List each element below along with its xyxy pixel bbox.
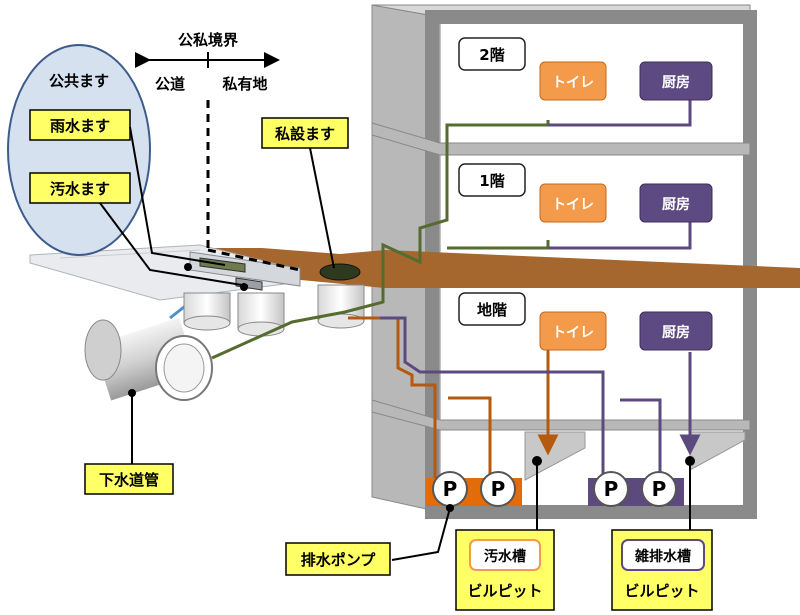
orange-pump-line-2 <box>448 396 492 485</box>
fixtures: トイレ 厨房 トイレ 厨房 トイレ 厨房 <box>539 61 713 351</box>
rain-leader-dot <box>184 263 192 271</box>
mixed-tank-label: 雑排水槽 <box>634 548 691 565</box>
toilet-basement-label: トイレ <box>552 325 594 341</box>
public-basin-group-label: 公共ます <box>49 72 109 90</box>
floor-label-b-box <box>458 292 526 326</box>
boundary-line-ground <box>207 248 301 272</box>
sewage-leader-dot <box>240 283 248 291</box>
pump-label: 排水ポンプ <box>301 551 377 569</box>
rain-basin-label: 雨水ます <box>50 117 110 135</box>
sewage-leader <box>99 202 249 287</box>
kitchen-1f <box>639 183 713 223</box>
pump-sewage-2 <box>480 471 516 507</box>
pit-wall <box>524 431 586 481</box>
sewer-pipe-label: 下水道管 <box>99 471 159 489</box>
floor-label-2f-box <box>458 37 526 71</box>
kitchen-2f <box>639 61 713 101</box>
sewer-pipe-callout-box <box>84 463 174 495</box>
floor-label-1f: 1階 <box>479 172 504 190</box>
kitchen-basement <box>639 311 713 351</box>
green-branch-1f <box>447 240 550 250</box>
sewage-pit-label: ビルピット <box>467 582 542 600</box>
floor-label-2f: 2階 <box>479 46 504 64</box>
pump-symbol-4: P <box>652 477 667 501</box>
public-road-label: 公道 <box>155 75 185 93</box>
private-basin-callout-box <box>261 117 349 149</box>
sewage-tank-badge <box>469 539 541 571</box>
sewage-basin-label: 汚水ます <box>50 180 110 198</box>
sewage-basin-callout-box <box>29 172 131 204</box>
kitchen-2f-label: 厨房 <box>662 74 690 91</box>
mixed-pit-label: ビルピット <box>624 582 699 600</box>
sewer-pipe-leader-dot <box>128 389 136 397</box>
private-basin-lid <box>319 263 361 281</box>
floor-label-1f-box <box>458 163 526 197</box>
pump-callout-box <box>285 542 391 576</box>
purple-pump-line-1 <box>380 316 605 485</box>
pump-mixed-2 <box>641 471 677 507</box>
pit-wall-2 <box>689 431 746 471</box>
rain-basin-callout-box <box>29 109 131 141</box>
private-basin-label: 私設ます <box>274 125 335 143</box>
boundary-title: 公私境界 <box>178 31 238 49</box>
sewer-main-pipe <box>84 317 213 401</box>
mixed-tank-badge <box>621 539 705 571</box>
sewer-pipe-back <box>84 319 122 381</box>
purple-branch-2f <box>548 100 692 127</box>
pump-symbol-2: P <box>491 477 506 501</box>
toilet-2f-label: トイレ <box>552 75 594 91</box>
floor-label-basement: 地階 <box>477 301 507 319</box>
sewer-pipe-inner <box>163 343 205 393</box>
sewage-tank-label: 汚水槽 <box>484 548 526 565</box>
floor-slab-2 <box>371 122 751 156</box>
toilet-1f <box>539 183 607 223</box>
green-gravity-pipe <box>211 120 550 360</box>
purple-pump-line-2 <box>620 398 662 485</box>
pumps: P P P P <box>432 471 677 507</box>
pump-leader <box>391 507 451 561</box>
toilet-2f <box>539 61 607 101</box>
road-line <box>59 249 201 259</box>
basin-cylinders <box>183 284 365 337</box>
private-land-label: 私有地 <box>221 75 267 93</box>
rain-leader <box>129 126 226 266</box>
rain-basin-bottom <box>183 315 231 331</box>
purple-branch-1f <box>548 222 692 250</box>
pump-symbol-1: P <box>443 477 458 501</box>
basement-slab <box>371 399 751 431</box>
toilet-1f-label: トイレ <box>552 197 594 213</box>
pump-mixed-1 <box>593 471 629 507</box>
private-basin-leader <box>309 147 335 269</box>
pump-symbol-3: P <box>604 477 619 501</box>
kitchen-1f-label: 厨房 <box>662 196 690 213</box>
toilet-basement <box>539 311 607 351</box>
kitchen-basement-label: 厨房 <box>662 324 690 341</box>
